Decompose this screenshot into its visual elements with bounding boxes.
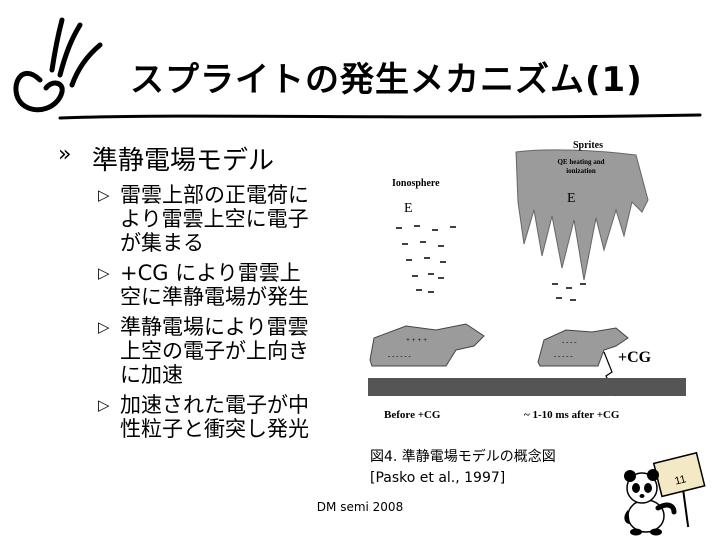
bullet-marker: » (58, 142, 72, 167)
panda-mascot-icon: 11 (624, 451, 706, 536)
triangle-bullet-icon: ▷ (98, 396, 110, 414)
logo-swirl-icon (13, 17, 103, 113)
triangle-bullet-icon: ▷ (98, 186, 110, 204)
svg-text:+ + + +: + + + + (406, 336, 427, 344)
before-label: Before +CG (384, 409, 441, 421)
title-underline (58, 113, 702, 120)
triangle-bullet-icon: ▷ (98, 318, 110, 336)
sub-bullet: ▷ +CG により雷雲上 空に準静電場が発生 (98, 261, 358, 309)
bullet-list: » 準静電場モデル ▷ 雷雲上部の正電荷に より雷雲上空に電子 が集まる ▷ +… (58, 140, 358, 447)
ground (368, 378, 686, 396)
sprite-region (515, 149, 649, 281)
plus-cg-label: +CG (618, 349, 652, 366)
sub-bullet-text: 加速された電子が中 性粒子と衝突し発光 (120, 393, 309, 441)
sprites-label: Sprites (573, 140, 603, 151)
sub-bullet-text: 雷雲上部の正電荷に より雷雲上空に電子 が集まる (120, 183, 309, 255)
e-field-right: E (567, 191, 576, 206)
bullet-level1: » 準静電場モデル (58, 140, 358, 177)
electron-dashes-left (396, 225, 456, 293)
after-label: ~ 1-10 ms after +CG (524, 409, 620, 421)
svg-text:- - - - - -: - - - - - - (388, 352, 411, 360)
bullet-text: 準静電場モデル (92, 146, 275, 176)
slide-title: スプライトの発生メカニズム(1) (130, 60, 643, 100)
figure-caption: 図4. 準静電場モデルの概念図 [Pasko et al., 1997] (370, 449, 556, 486)
page-number: 11 (673, 473, 687, 487)
sub-bullet: ▷ 加速された電子が中 性粒子と衝突し発光 (98, 393, 358, 441)
thundercloud-before (369, 323, 485, 367)
electron-dashes-right (552, 283, 586, 301)
triangle-bullet-icon: ▷ (98, 264, 110, 282)
thundercloud-after (537, 327, 629, 367)
sub-bullet: ▷ 準静電場により雷雲 上空の電子が上向き に加速 (98, 315, 358, 387)
sub-bullet-text: +CG により雷雲上 空に準静電場が発生 (120, 261, 309, 309)
sub-bullet-text: 準静電場により雷雲 上空の電子が上向き に加速 (120, 315, 309, 387)
cloud-charges: + + + + - - - - - - - - - - - - - - - (388, 336, 577, 360)
sub-bullet: ▷ 雷雲上部の正電荷に より雷雲上空に電子 が集まる (98, 183, 358, 255)
svg-text:- - - - -: - - - - - (554, 352, 573, 360)
e-field-left: E (404, 201, 413, 216)
svg-text:- - - -: - - - - (562, 338, 577, 346)
ionosphere-label: Ionosphere (392, 178, 440, 189)
footer-text: DM semi 2008 (316, 500, 404, 514)
